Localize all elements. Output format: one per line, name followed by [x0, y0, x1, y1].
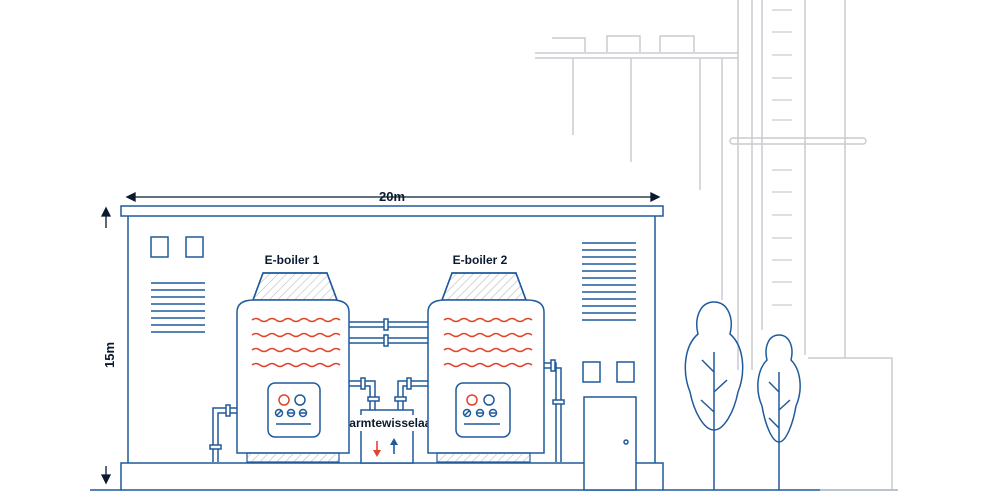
window	[616, 361, 635, 383]
dimension-markers	[100, 191, 661, 485]
tree-icon	[684, 301, 744, 490]
building-roof	[120, 205, 664, 217]
window	[185, 236, 204, 258]
pipes	[209, 318, 565, 462]
label-backdrop	[334, 415, 442, 431]
background-industrial-structure	[535, 0, 893, 490]
height-label: 15m	[102, 342, 117, 368]
control-panel	[267, 382, 321, 438]
heating-element	[443, 317, 533, 368]
arrow-down-icon	[100, 474, 112, 485]
window	[150, 236, 169, 258]
e-boiler-1-label: E-boiler 1	[265, 253, 320, 267]
arrow-down-icon	[373, 450, 381, 457]
door-icon	[583, 396, 637, 491]
tree-icon	[757, 334, 801, 490]
control-panel	[455, 382, 511, 438]
building-foundation	[120, 462, 664, 491]
arrow-left-icon	[125, 191, 136, 203]
e-boiler-2-label: E-boiler 2	[453, 253, 508, 267]
window	[582, 361, 601, 383]
arrow-up-icon	[390, 438, 398, 445]
arrow-right-icon	[650, 191, 661, 203]
width-label: 20m	[379, 189, 405, 204]
heat-exchanger-label: warmtewisselaar	[339, 416, 436, 430]
e-boiler-1	[236, 272, 350, 463]
arrow-up-icon	[100, 206, 112, 217]
ventilation-grille-right	[582, 242, 636, 321]
e-boiler-2	[427, 272, 545, 463]
heating-element	[251, 317, 341, 368]
ventilation-grille-left	[151, 282, 205, 333]
